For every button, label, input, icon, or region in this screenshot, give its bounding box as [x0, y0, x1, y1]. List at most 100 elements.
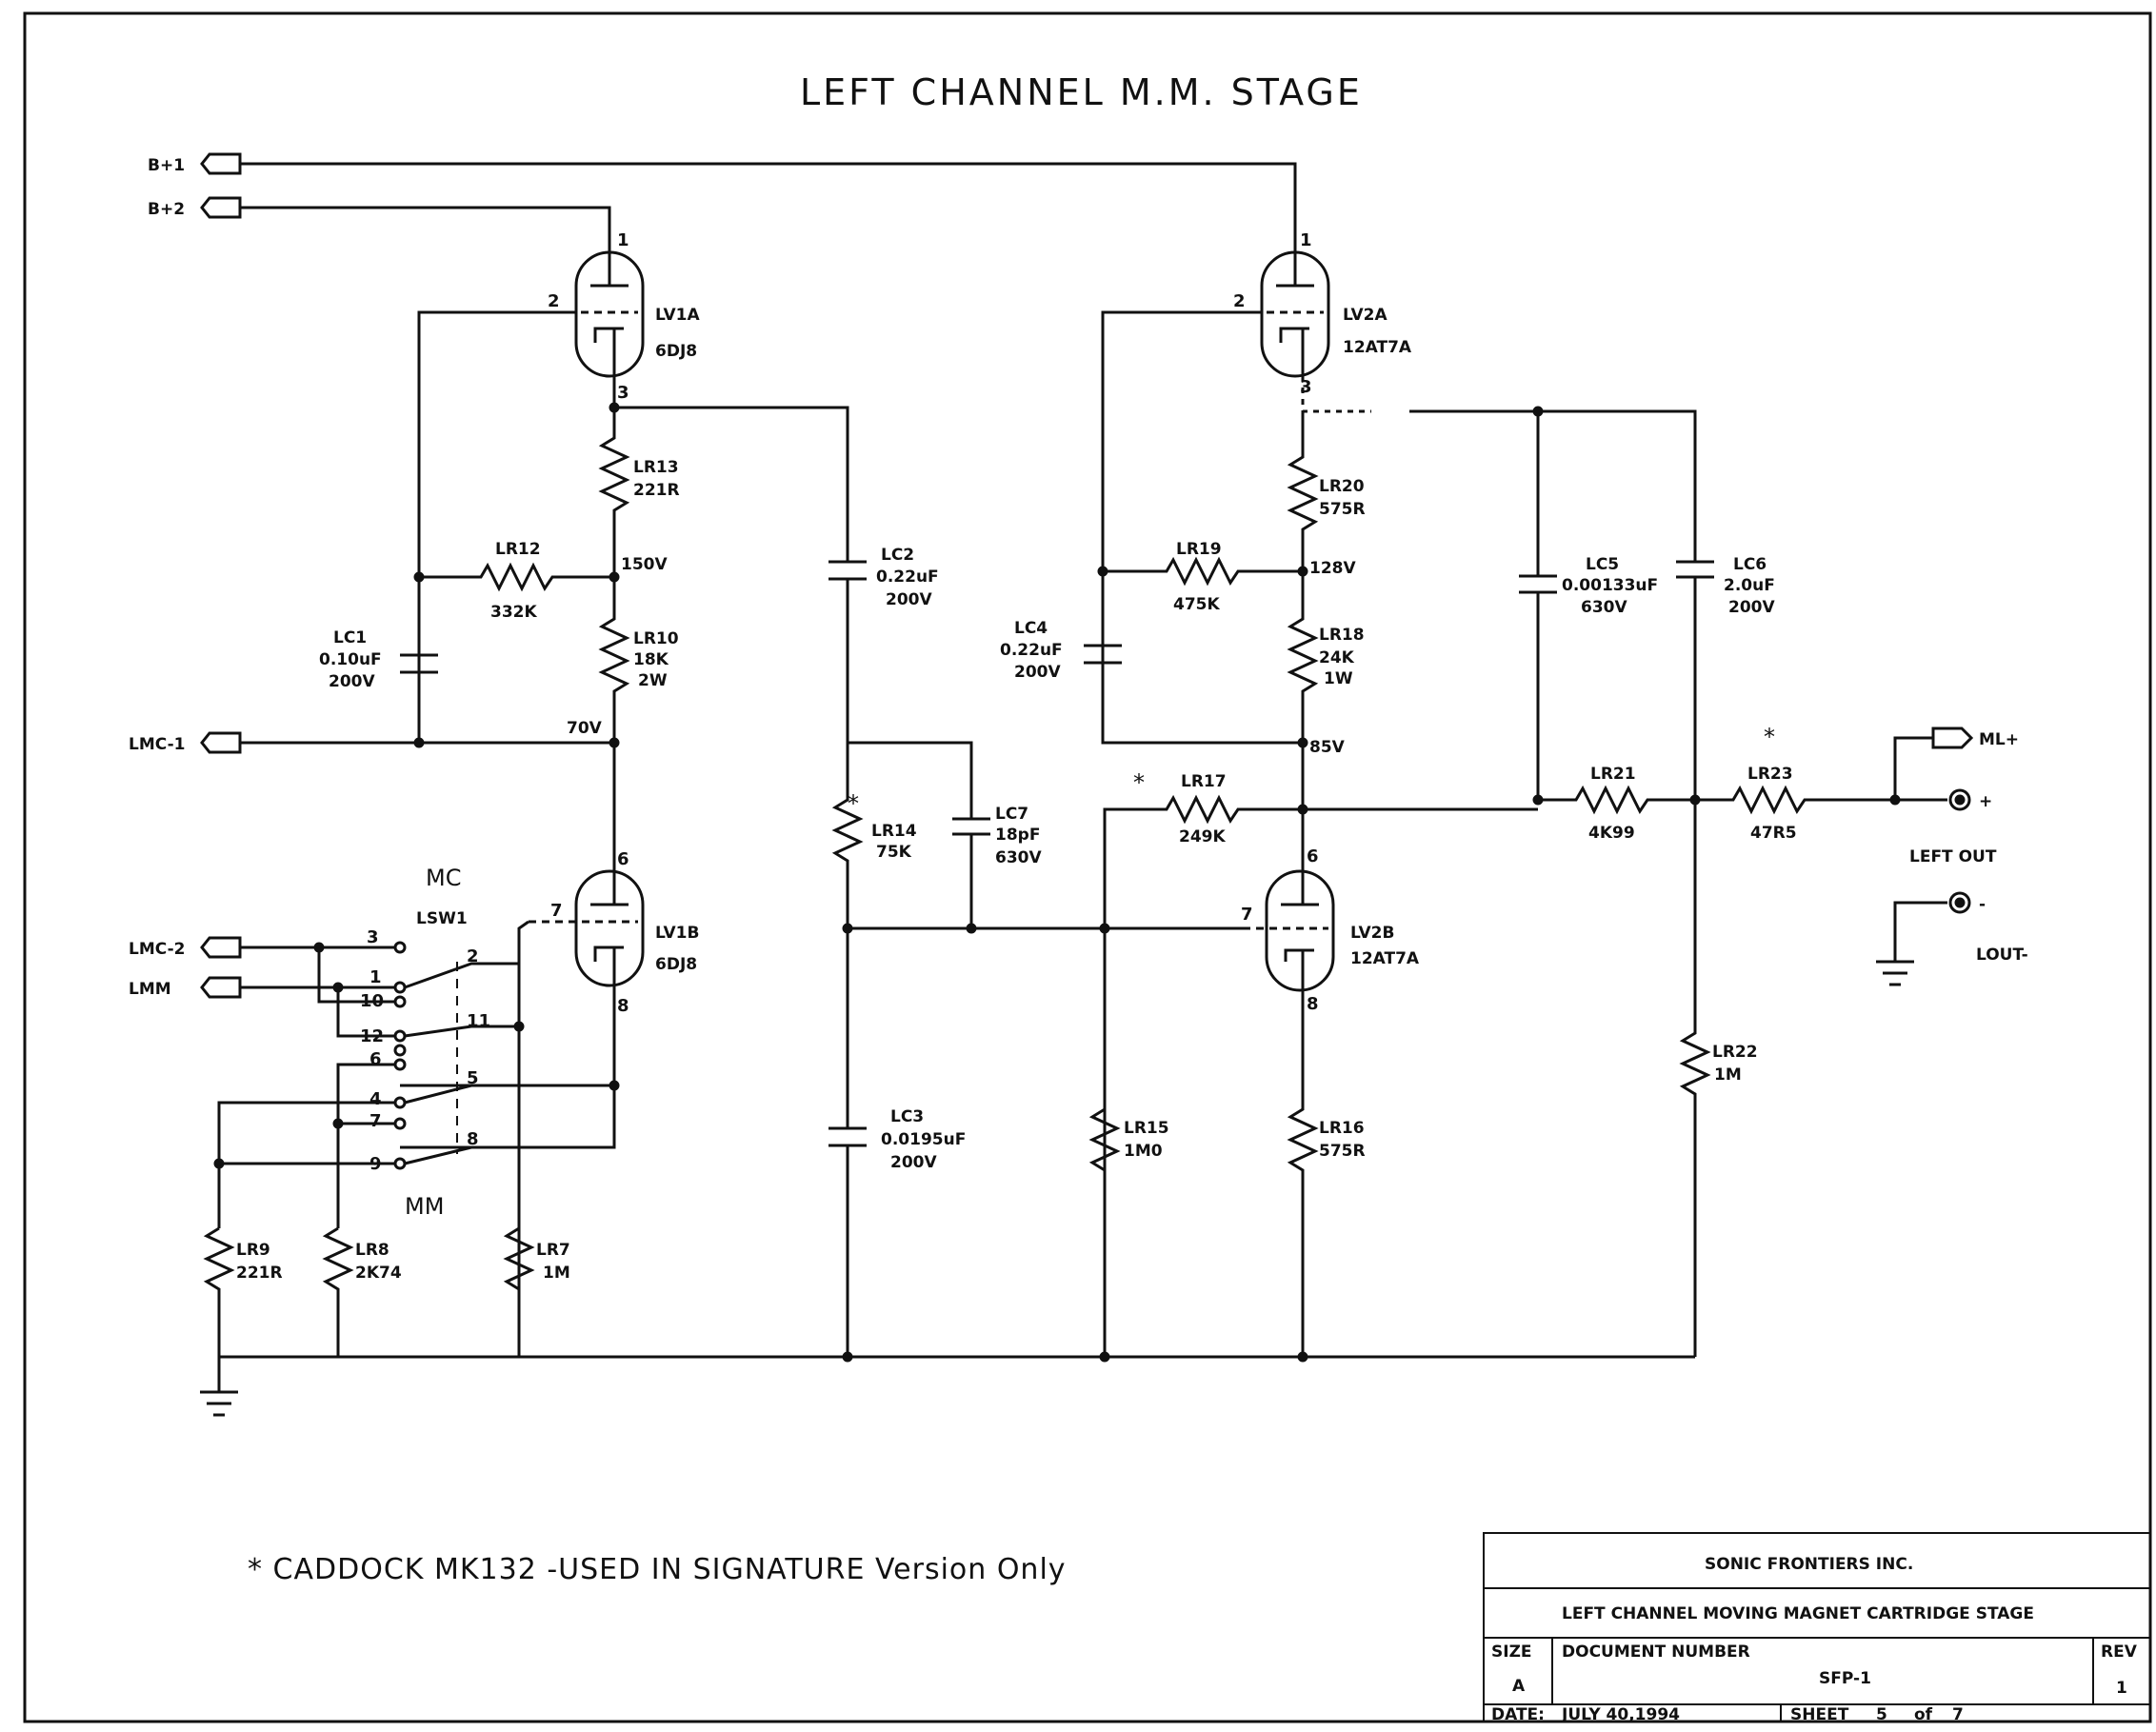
lv2a-pin-2: 2 [1233, 291, 1246, 311]
page-title: LEFT CHANNEL M.M. STAGE [800, 71, 1363, 113]
port-ml [1931, 727, 1974, 749]
resistor-lr12 [419, 562, 614, 592]
lr23-ref: LR23 [1747, 765, 1793, 784]
lc3-voltage: 200V [890, 1153, 937, 1172]
lr23-star: * [1764, 724, 1775, 750]
lc5-value: 0.00133uF [1562, 576, 1658, 595]
resistor-lr10 [598, 577, 630, 743]
junction [1297, 1351, 1308, 1363]
left-out-label: LEFT OUT [1909, 847, 1997, 866]
junction [609, 1080, 620, 1091]
lr23-value: 47R5 [1750, 824, 1797, 843]
lr7-ref: LR7 [536, 1241, 570, 1260]
lr13-ref: LR13 [633, 458, 679, 477]
lc7-ref: LC7 [995, 805, 1028, 824]
tb-date: JULY 40,1994 [1561, 1705, 1680, 1724]
wire-lmc1 [240, 741, 616, 857]
junction [1297, 737, 1308, 748]
wire-lv2a-cathode-dashed [1301, 376, 1371, 413]
sw-pin-7: 7 [369, 1111, 382, 1131]
lc6-value: 2.0uF [1724, 576, 1775, 595]
lv1b-pin-7: 7 [550, 901, 563, 921]
lc7-value: 18pF [995, 826, 1040, 845]
switch-ref: LSW1 [416, 909, 468, 928]
lc5-voltage: 630V [1581, 598, 1627, 617]
port-lmc1-label: LMC-1 [129, 735, 186, 754]
lr20-value: 575R [1319, 500, 1366, 519]
lv2b-pin-7: 7 [1241, 905, 1253, 925]
lr10-value: 18K [633, 650, 669, 669]
resistor-lr19 [1103, 556, 1303, 587]
lc5-ref: LC5 [1586, 555, 1619, 574]
lout-label: LOUT- [1976, 946, 2028, 965]
tb-description: LEFT CHANNEL MOVING MAGNET CARTRIDGE STA… [1562, 1604, 2034, 1623]
lc6-ref: LC6 [1733, 555, 1767, 574]
tube-lv2b: 6 7 8 LV2B 12AT7A [1241, 846, 1420, 1014]
tube-lv2a: 1 2 3 LV2A 12AT7A [1233, 230, 1412, 397]
resistor-lr13 [598, 408, 630, 577]
capacitor-lc2 [828, 560, 867, 743]
wire-sw-4 [217, 1101, 395, 1228]
lr18-value: 24K [1319, 648, 1355, 667]
junction [609, 737, 620, 748]
lr13-value: 221R [633, 481, 680, 500]
lv2b-pin-6: 6 [1307, 846, 1319, 866]
port-lmc2: LMC-2 [129, 936, 242, 959]
junction [842, 1351, 853, 1363]
capacitor-lc1 [400, 577, 438, 743]
lc1-value: 0.10uF [319, 650, 382, 669]
junction [966, 923, 977, 934]
switch-mm-label: MM [405, 1193, 444, 1220]
tb-docnum: SFP-1 [1819, 1669, 1871, 1688]
wire-ml [1893, 736, 1933, 800]
lr17-value: 249K [1179, 827, 1226, 846]
resistor-lr8 [322, 1226, 354, 1357]
sw-pin-1: 1 [369, 967, 382, 987]
lr16-ref: LR16 [1319, 1119, 1365, 1138]
wire-lv1b-grid [517, 920, 529, 1352]
port-ml-label: ML+ [1979, 730, 2019, 749]
tb-size-label: SIZE [1491, 1642, 1532, 1662]
ground-symbol-left [200, 1357, 238, 1417]
resistor-lr18 [1287, 571, 1319, 857]
capacitor-lc6 [1676, 560, 1714, 800]
voltage-128v: 128V [1309, 559, 1356, 578]
tb-size: A [1512, 1677, 1526, 1696]
lr8-value: 2K74 [355, 1264, 402, 1283]
lr22-ref: LR22 [1712, 1043, 1758, 1062]
capacitor-lc3 [828, 928, 867, 1357]
tb-of-label: of [1914, 1705, 1933, 1724]
wire-output-bus [1409, 409, 1697, 562]
lv2a-pin-1: 1 [1300, 230, 1312, 250]
capacitor-lc7 [848, 741, 990, 928]
ground-symbol-output [1876, 952, 1914, 986]
resistor-lr9 [203, 1226, 235, 1357]
lv1a-pin-1: 1 [617, 230, 629, 250]
lv1a-type: 6DJ8 [655, 342, 697, 361]
tb-rev-label: REV [2101, 1642, 2138, 1662]
junction [413, 737, 425, 748]
lr19-ref: LR19 [1176, 540, 1222, 559]
jack-plus-label: + [1979, 792, 1992, 811]
lv1a-ref: LV1A [655, 306, 700, 325]
jack-out-plus: + [1948, 788, 1992, 811]
port-b2-label: B+2 [148, 200, 185, 219]
lr15-value: 1M0 [1124, 1142, 1163, 1161]
switch-lsw1: MC LSW1 MM 3 2 1 10 11 12 6 5 4 7 8 9 [360, 865, 519, 1220]
lc2-value: 0.22uF [876, 567, 939, 587]
resistor-lr22 [1679, 800, 1711, 1357]
lr8-ref: LR8 [355, 1241, 389, 1260]
footnote: * CADDOCK MK132 -USED IN SIGNATURE Versi… [248, 1553, 1067, 1586]
tb-docnum-label: DOCUMENT NUMBER [1562, 1642, 1750, 1662]
lr9-value: 221R [236, 1264, 283, 1283]
lv2b-type: 12AT7A [1350, 949, 1420, 968]
wire-b2 [240, 206, 611, 238]
port-lmc1: LMC-1 [129, 731, 242, 754]
resistor-lr15 [1088, 1107, 1121, 1172]
port-b1-label: B+1 [148, 156, 185, 175]
lr22-value: 1M [1714, 1065, 1742, 1085]
lv1b-type: 6DJ8 [655, 955, 697, 974]
junction [313, 942, 325, 953]
wire-lv2a-grid [1101, 310, 1262, 743]
